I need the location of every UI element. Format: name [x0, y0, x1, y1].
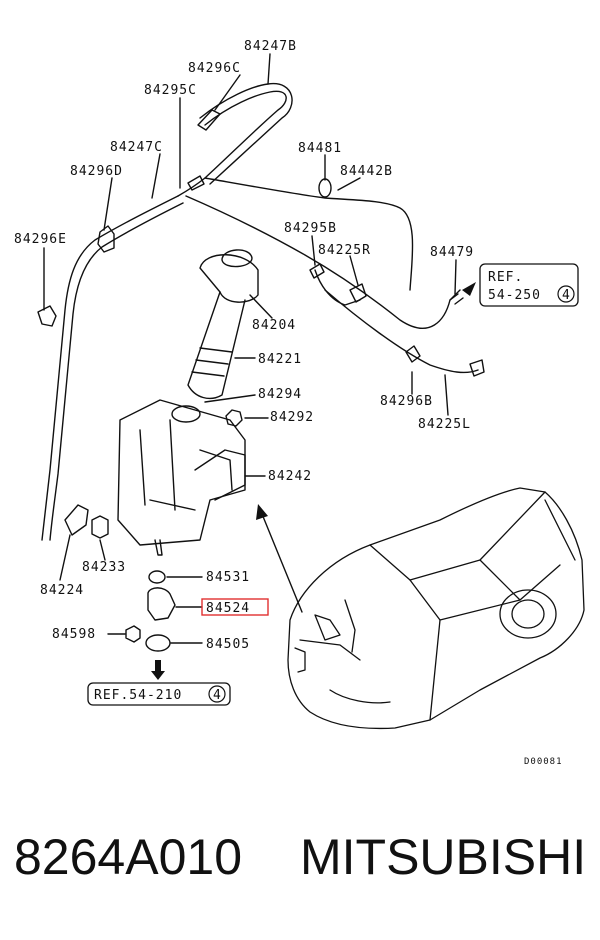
filler-cap-84204: [221, 249, 253, 268]
level-sensor-84524: [147, 587, 176, 621]
ref-bottom-box: REF.54-210 4: [87, 682, 231, 706]
label-84479: 84479: [430, 245, 474, 260]
label-84204: 84204: [252, 318, 296, 333]
label-84225r: 84225R: [318, 243, 371, 258]
drawing-code: D00081: [524, 757, 563, 767]
ref-bottom-circled: 4: [213, 688, 222, 703]
leader-84225l: [444, 374, 449, 416]
filler-neck-84204: [199, 254, 259, 303]
label-84247b: 84247B: [244, 39, 297, 54]
ref-top-line1: REF.: [488, 270, 523, 285]
label-84225l: 84225L: [418, 417, 471, 432]
label-84296b: 84296B: [380, 394, 433, 409]
cap-84505: [145, 634, 171, 652]
label-84531: 84531: [206, 570, 250, 585]
leader-84247c: [151, 153, 161, 199]
tank-bracket-84242: [194, 449, 246, 501]
bolt-84598: [125, 625, 141, 643]
label-84296c: 84296C: [188, 61, 241, 76]
ref-top-line2: 54-250: [488, 288, 541, 303]
washer-parts-diagram: 84247B 84296C 84295C 84247C 84296D 84481…: [14, 39, 585, 767]
leader-84295b: [311, 235, 316, 266]
ref-top-arrow: [462, 282, 476, 296]
nozzle-84225l: [469, 359, 485, 377]
clip-84296e: [37, 305, 57, 327]
leader-84296c: [214, 74, 241, 111]
label-84247c: 84247C: [110, 140, 163, 155]
clip-84296d: [97, 225, 115, 253]
brand-name: MITSUBISHI: [300, 829, 587, 885]
leader-84224: [59, 534, 71, 581]
seal-84294: [171, 405, 201, 423]
label-84598: 84598: [52, 627, 96, 642]
label-84296e: 84296E: [14, 232, 67, 247]
clip-84295c: [187, 175, 205, 191]
highlight-84524: [201, 598, 269, 616]
label-84442b: 84442B: [340, 164, 393, 179]
leader-84479: [454, 259, 457, 295]
tank-outlet: [154, 539, 163, 556]
leader-84296d: [103, 177, 113, 231]
filler-tube-84221: [187, 291, 246, 400]
leader-84442b: [337, 177, 361, 191]
leader-84294: [204, 394, 256, 403]
joint-84479: [449, 293, 464, 305]
motor-pump-84233: [91, 515, 109, 539]
leader-84247b: [267, 53, 271, 85]
label-84524: 84524: [206, 601, 250, 616]
leader-84233: [99, 539, 106, 561]
hose-84247b-inner: [199, 83, 293, 185]
label-84505: 84505: [206, 637, 250, 652]
pump-84224: [64, 504, 89, 536]
label-84294: 84294: [258, 387, 302, 402]
ref-top-box: REF. 54-250 4: [479, 263, 579, 307]
clip-84296c: [197, 109, 221, 131]
label-84295b: 84295B: [284, 221, 337, 236]
tank-84242: [117, 399, 246, 546]
car-arrow-line: [261, 513, 303, 613]
label-84233: 84233: [82, 560, 126, 575]
nut-84292: [225, 409, 243, 427]
nozzle-84225r: [349, 283, 367, 303]
hose-84247c: [41, 195, 179, 541]
clip-84295b: [309, 263, 325, 279]
grommet-84481: [318, 178, 332, 198]
ref-bottom-arrow-stem: [155, 660, 161, 672]
ref-bottom-arrow: [151, 671, 165, 680]
hose-84442b: [185, 195, 461, 329]
hose-84247c-inner: [49, 202, 184, 541]
grommet-84531: [148, 570, 166, 584]
car-arrow-head: [256, 504, 268, 520]
label-84242: 84242: [268, 469, 312, 484]
hose-84225l: [324, 289, 479, 374]
part-number: 8264A010: [14, 829, 243, 885]
clip-84296b: [405, 345, 421, 363]
label-84295c: 84295C: [144, 83, 197, 98]
label-84224: 84224: [40, 583, 84, 598]
tank-84242-detail: [139, 419, 233, 511]
label-84221: 84221: [258, 352, 302, 367]
leader-84204: [249, 294, 273, 319]
ref-top-circled: 4: [562, 288, 571, 303]
hose-84442b-upper: [204, 177, 414, 291]
leader-84225r: [349, 255, 359, 286]
hose-84247b: [177, 90, 287, 197]
label-84292: 84292: [270, 410, 314, 425]
label-84481: 84481: [298, 141, 342, 156]
ref-bottom-text: REF.54-210: [94, 688, 182, 703]
filler-tube-84221-ribs: [191, 347, 233, 377]
label-84296d: 84296D: [70, 164, 123, 179]
footer: 8264A010 MITSUBISHI: [0, 828, 600, 908]
car-illustration: [287, 487, 585, 730]
